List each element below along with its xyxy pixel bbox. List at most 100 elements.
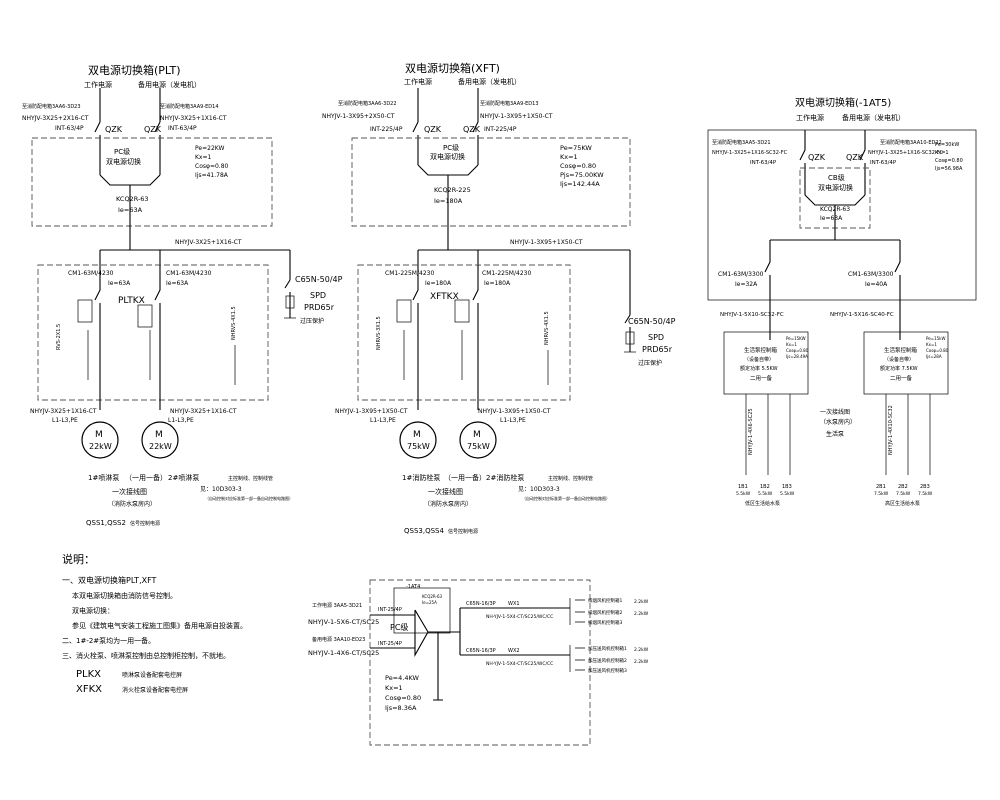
xft-pc: PC级 bbox=[443, 143, 459, 152]
at5-pump-l-2: 1B3 bbox=[782, 484, 792, 490]
xft-breaker2: INT-225/4P bbox=[484, 126, 517, 133]
plt-vert1: RVS-2X1.5 bbox=[56, 324, 62, 350]
bottom-cable2: NHYJV-1-4X6-CT/SC25 bbox=[308, 649, 379, 657]
bottom-out2-id: WX2 bbox=[508, 648, 520, 654]
at5-note-center3: 生活泵 bbox=[826, 430, 844, 438]
xft-lower-box bbox=[357, 264, 571, 401]
bottom-fan-bot-kw-1: 2.2kW bbox=[634, 659, 649, 665]
at5-sub-right bbox=[863, 331, 949, 395]
at5-out-l-cable: NHYJV-1-4X6-SC25 bbox=[748, 408, 754, 455]
at5-sub-l-param-0: Pe=15KW bbox=[786, 336, 806, 341]
xft-qss4 bbox=[454, 299, 470, 323]
plt-motor2 bbox=[141, 421, 179, 459]
at5-ie1: Ie=32A bbox=[735, 281, 758, 288]
plt-from1: 至消防配电箱3AA6-3D23 bbox=[22, 103, 81, 110]
plt-breaker1: INT-63/4P bbox=[55, 125, 84, 132]
xft-from2: 至消防配电箱3AA9-ED13 bbox=[480, 100, 539, 107]
xft-title: 双电源切换箱(XFT) bbox=[405, 61, 500, 75]
bottom-fan-top-0: 排烟风机控制箱1 bbox=[588, 597, 622, 604]
bottom-out1-breaker: C65N-16/3P bbox=[466, 601, 496, 607]
at5-sub-r-param-3: Ijs=28A bbox=[926, 354, 942, 359]
at5-pump-r-2: 2B3 bbox=[920, 484, 930, 490]
plt-from2: 至消防配电箱3AA9-ED14 bbox=[160, 103, 219, 110]
xft-pump-dir: （消防水泵房内） bbox=[424, 500, 472, 508]
plt-ctrl-lines bbox=[87, 330, 236, 385]
xft-vert2: NHRVS-4X1.5 bbox=[544, 311, 550, 345]
notes-xfkx-desc: 消火栓泵设备配套电控屏 bbox=[122, 686, 188, 694]
at5-src2: 备用电源（发电机） bbox=[842, 113, 905, 122]
notes-line5: 二、1#-2#泵均为一用一备。 bbox=[62, 636, 155, 645]
xft-qzk2: QZK bbox=[463, 125, 481, 134]
at5-feeders bbox=[799, 130, 866, 195]
at5-sub-r-param-0: Pe=15kW bbox=[926, 336, 945, 341]
bottom-param-2: Cosφ=0.80 bbox=[385, 694, 421, 702]
bottom-breaker2: INT-25/4P bbox=[378, 641, 402, 647]
at5-qzk2: QZK bbox=[846, 153, 864, 162]
at5-cable-r: NHYJV-1-5X16-SC40-FC bbox=[830, 312, 894, 318]
at5-sub-l-sub: （设备自带） bbox=[744, 356, 774, 363]
xft-breaker1: INT-225/4P bbox=[370, 126, 403, 133]
xft-param-4: Ijs=142.44A bbox=[560, 180, 600, 188]
bottom-inner-box bbox=[393, 587, 451, 634]
at5-title: 双电源切换箱(-1AT5) bbox=[795, 96, 891, 109]
notes-plkx-desc: 喷淋泵设备配套电控屏 bbox=[122, 671, 182, 679]
at5-sub-r-mode: 二用一备 bbox=[890, 374, 913, 382]
plt-bus-cable: NHYJV-3X25+1X16-CT bbox=[175, 239, 242, 246]
xft-spd-breaker: C65N-50/4P bbox=[628, 317, 676, 326]
at5-sub-l-param-2: Cosφ=0.80 bbox=[786, 348, 809, 353]
bottom-spd bbox=[433, 632, 443, 701]
xft-ref-note1: 主控制线、控制线管 bbox=[548, 475, 593, 482]
bottom-param-0: Pe=4.4KW bbox=[385, 674, 420, 682]
bottom-box bbox=[369, 579, 591, 746]
plt-spd: SPD bbox=[310, 291, 326, 300]
xft-motor-cable2: NHYJV-1-3X95+1X50-CT bbox=[478, 408, 551, 415]
notes-line1: 一、双电源切换箱PLT,XFT bbox=[62, 575, 157, 585]
at5-outer-box bbox=[707, 129, 977, 301]
at5-ats-ie: Ie=63A bbox=[820, 215, 843, 222]
panel-bottom: -1AT4 工作电源 3AA5-3D21 NHYJV-1-5X6-CT/SC25… bbox=[308, 579, 649, 746]
at5-note-center2: （水泵房内） bbox=[820, 418, 856, 426]
plt-motor-cable2: NHYJV-3X25+1X16-CT bbox=[170, 408, 237, 415]
xft-src2: 备用电源（发电机） bbox=[458, 77, 521, 86]
notes-line4: 参见《建筑电气安装工程施工图集》备用电源自投装置。 bbox=[72, 621, 247, 630]
at5-pump-l-1: 1B2 bbox=[760, 484, 770, 490]
plt-branches bbox=[94, 265, 161, 410]
xft-ref: 见：10D303-3 bbox=[518, 486, 560, 493]
xft-vert1: NHRVS-3X1.5 bbox=[376, 316, 382, 350]
plt-spd-model: PRD65r bbox=[304, 303, 335, 312]
notes-line6: 三、消火栓泵、喷淋泵控制由总控制柜控制，不就地。 bbox=[62, 651, 230, 660]
at5-pump-r-1-kw: 7.5kW bbox=[896, 491, 911, 497]
xft-ats-label: 双电源切换 bbox=[430, 152, 465, 161]
at5-param-2: Cosφ=0.80 bbox=[935, 158, 963, 164]
plt-motor2-m: M bbox=[155, 430, 163, 440]
xft-cable-top1: NHYJV-1-3X95+2X50-CT bbox=[322, 113, 395, 120]
notes-block: 说明： 一、双电源切换箱PLT,XFT 本双电源切换箱由消防信号控制。 双电源切… bbox=[62, 552, 247, 695]
at5-src1: 工作电源 bbox=[796, 113, 824, 122]
plt-cable-top1: NHYJV-3X25+2X16-CT bbox=[22, 115, 89, 122]
bottom-out2-cable: NH-YJV-1-5X4-CT/SC25/WC/CC bbox=[486, 661, 553, 667]
xft-qss-note: 信号控制电源 bbox=[448, 528, 478, 535]
at5-param-1: Kx=1 bbox=[935, 150, 949, 156]
at5-pump-r-1: 2B2 bbox=[898, 484, 908, 490]
at5-pump-l-0: 1B1 bbox=[738, 484, 748, 490]
xft-spd-element bbox=[625, 331, 635, 345]
at5-ie2: Ie=40A bbox=[865, 281, 888, 288]
plt-qzk1: QZK bbox=[105, 125, 123, 134]
at5-cable-top2: NHYJV-1-3X25+1X16-SC32-FC bbox=[868, 150, 944, 156]
panel-plt: 双电源切换箱(PLT) 工作电源 备用电源（发电机） 至消防配电箱3AA6-3D… bbox=[22, 63, 343, 527]
plt-motor2-kw: 22kW bbox=[149, 442, 172, 451]
plt-spd-note: 过压保护 bbox=[300, 317, 324, 325]
bottom-param-3: Ijs=8.36A bbox=[385, 704, 417, 712]
plt-param-1: Kx=1 bbox=[195, 154, 212, 161]
bottom-fan-bot-0: 加压送风机控制箱1 bbox=[588, 645, 627, 652]
bottom-fan-bot-2: 加压送风机控制箱3 bbox=[588, 667, 627, 674]
plt-ref-note2: （自动控制对应标准第一部一备自动控制电路图） bbox=[205, 495, 293, 501]
plt-pump2: 2#喷淋泵 bbox=[168, 473, 199, 482]
panel-1at5: 双电源切换箱(-1AT5) 工作电源 备用电源（发电机） 至消防配电箱3AA5-… bbox=[707, 96, 977, 507]
at5-qzk1: QZK bbox=[808, 153, 826, 162]
at5-sub-r-title: 生活泵控制箱 bbox=[884, 346, 918, 354]
at5-cb1: CM1-63M/3300 bbox=[718, 271, 764, 278]
plt-qss: QSS1,QSS2 bbox=[86, 519, 126, 527]
xft-motor1 bbox=[399, 421, 437, 459]
plt-title: 双电源切换箱(PLT) bbox=[88, 63, 181, 77]
